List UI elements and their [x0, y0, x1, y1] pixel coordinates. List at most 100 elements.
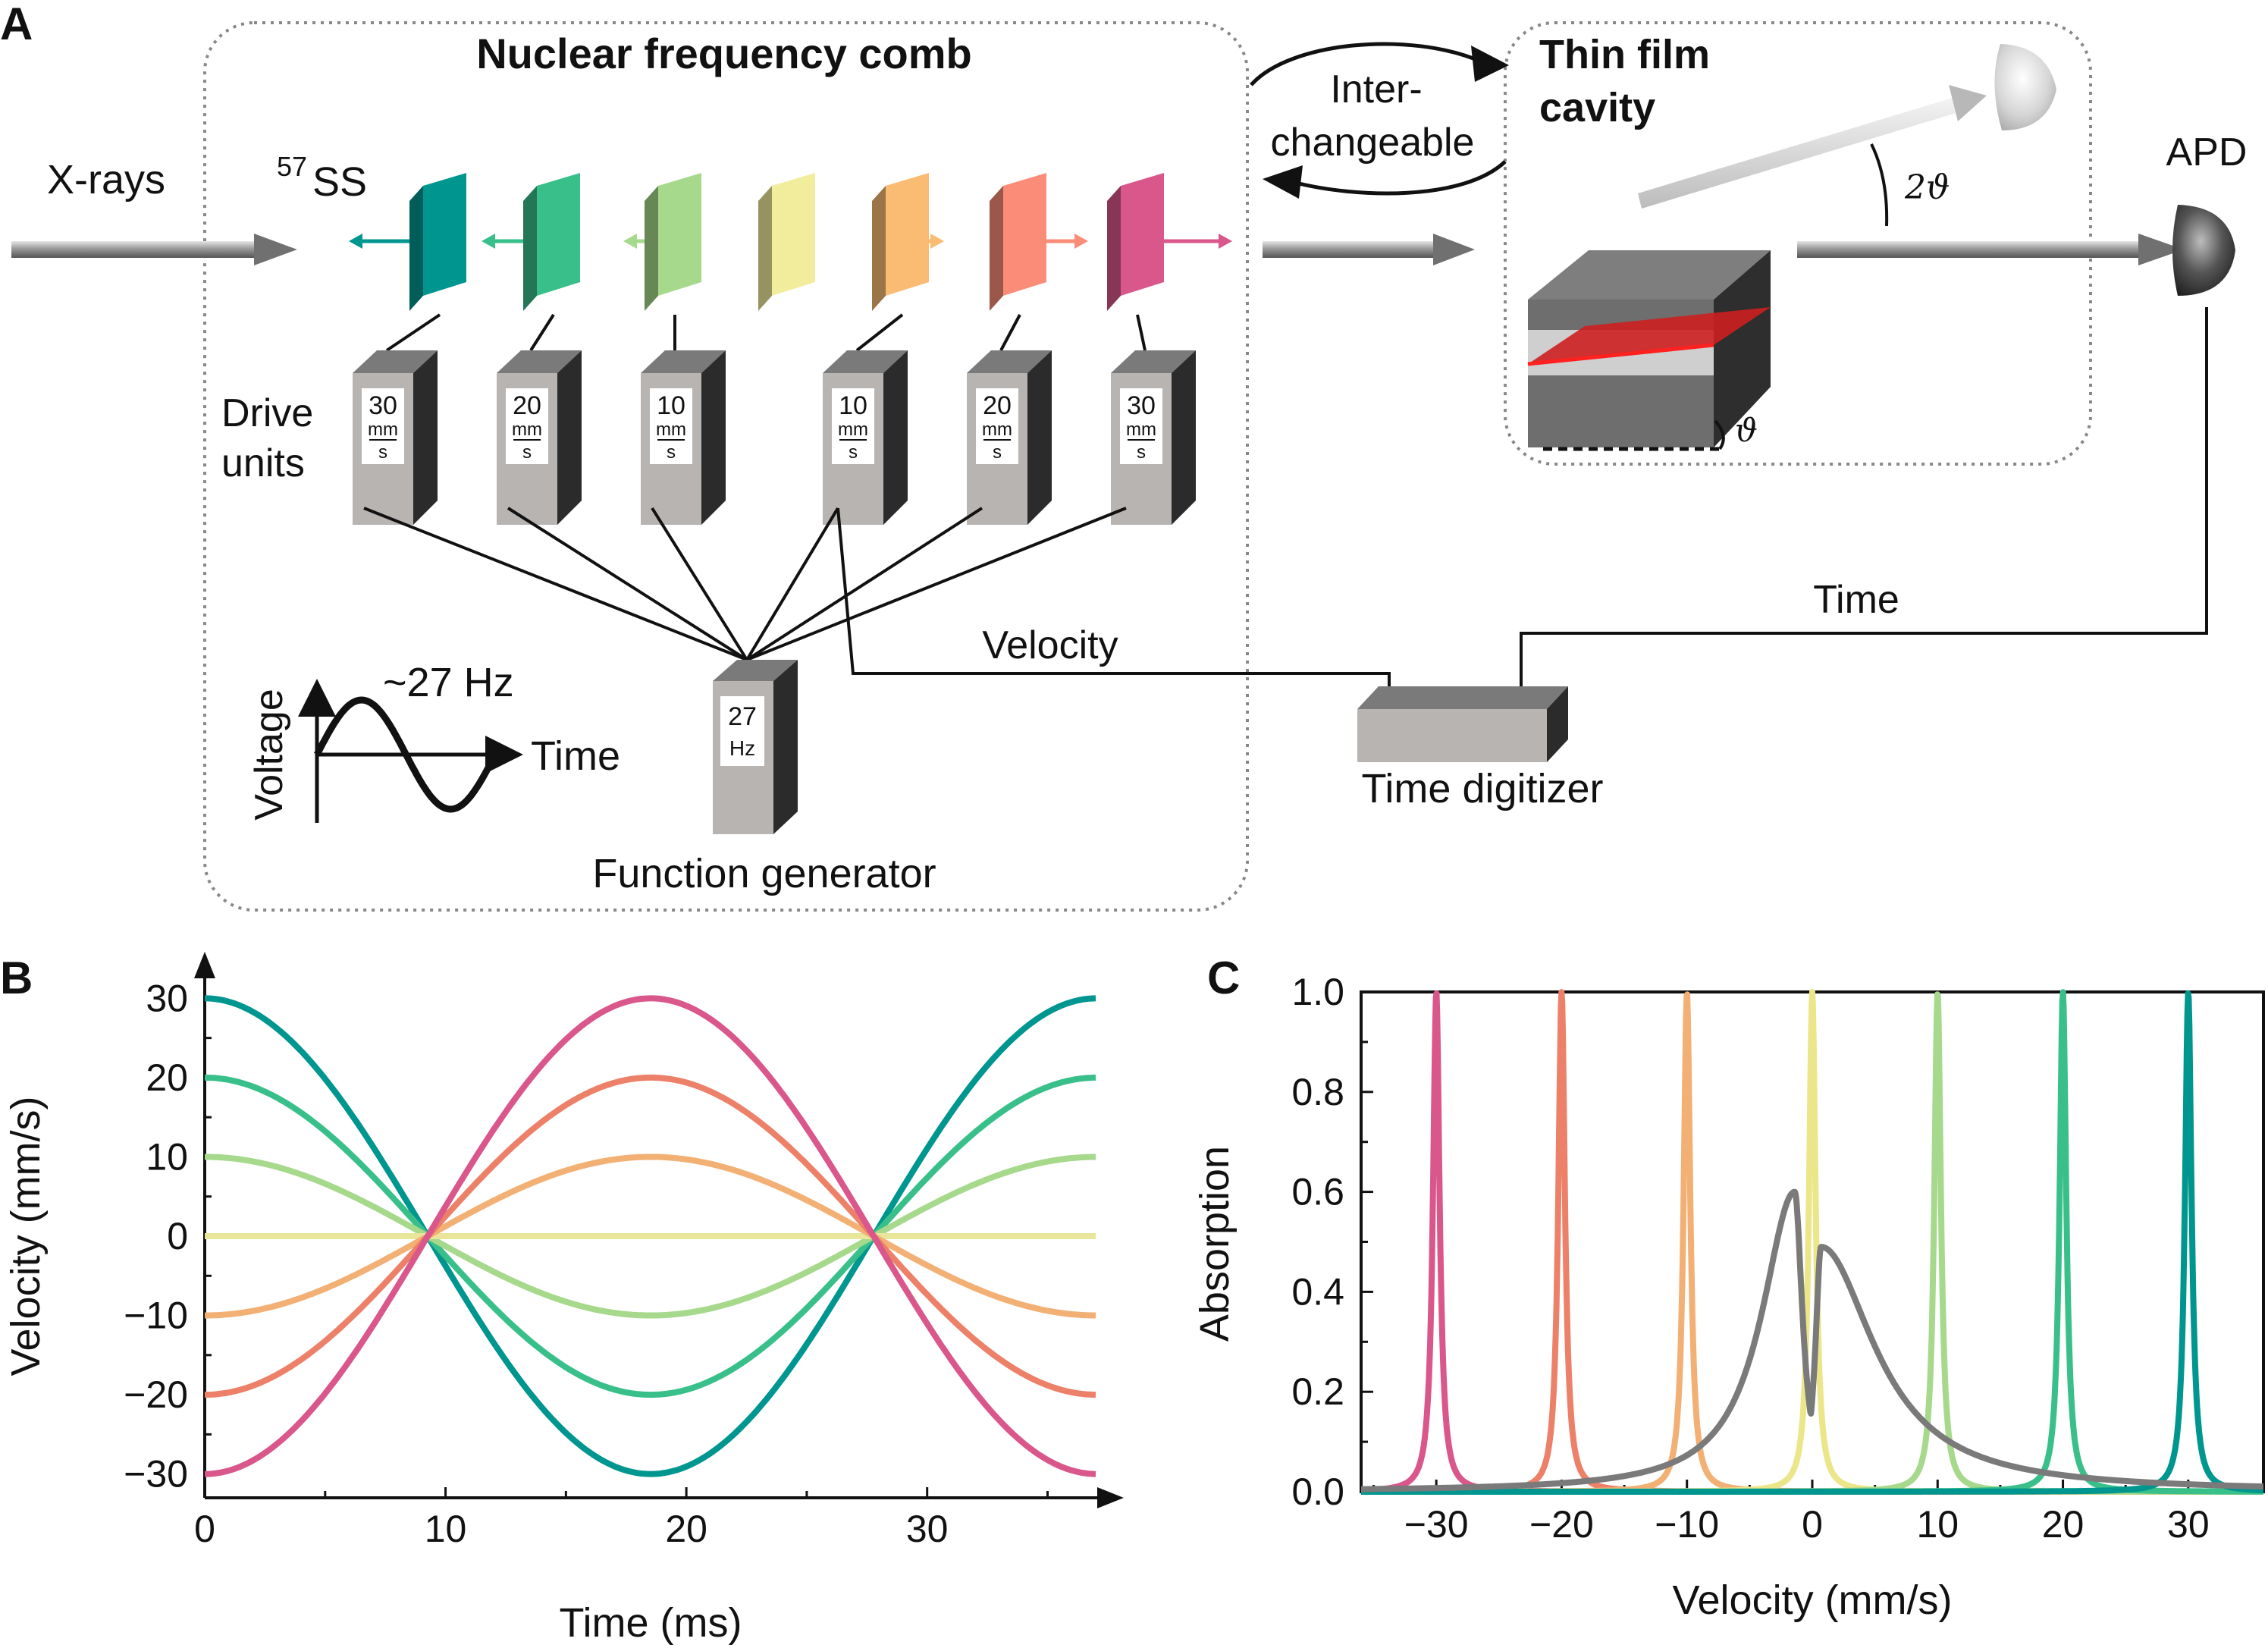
comb-title: Nuclear frequency comb [476, 30, 972, 77]
foil-face [772, 173, 815, 296]
drive-top [1111, 350, 1196, 373]
c-ytick-label: 1.0 [1291, 971, 1344, 1013]
foil-edge [758, 186, 772, 311]
apd-dome [2172, 205, 2235, 296]
drive-top [823, 350, 908, 373]
motion-arrow-head [623, 234, 637, 249]
function-generator-box: 27 Hz [713, 660, 798, 834]
drive-side [1027, 350, 1052, 525]
c-ytick-label: 0.8 [1291, 1071, 1344, 1113]
drive-unit-mm: mm [512, 419, 542, 440]
drive-velocity: 10 [839, 391, 867, 420]
b-ytick-label: 30 [146, 977, 188, 1019]
beam-in [11, 234, 297, 265]
motion-arrow-head [349, 234, 362, 249]
chart-b-ylabel: Velocity (mm/s) [3, 1096, 49, 1376]
foil-6 [990, 173, 1088, 311]
foil-face [423, 173, 466, 296]
drive-unit-s: s [1137, 442, 1146, 463]
c-xtick-label: 10 [1916, 1503, 1959, 1546]
drive-unit-s: s [522, 442, 532, 463]
foil-7 [1107, 173, 1232, 311]
drive-velocity: 20 [983, 391, 1012, 420]
cavity-stack [1527, 250, 1771, 451]
b-ytick-label: −30 [124, 1453, 188, 1496]
drive-label-box [506, 388, 548, 464]
drive-unit-s: s [849, 442, 858, 463]
detector-dome-light [1994, 44, 2056, 130]
drive-units-label-1: Drive [221, 391, 313, 435]
foil-edge [1107, 186, 1121, 311]
drive-side [883, 350, 908, 525]
b-xtick-label: 0 [194, 1508, 215, 1550]
time-label: Time [1813, 578, 1899, 622]
b-series-3 [204, 1154, 1096, 1319]
c-xtick-label: 30 [2167, 1503, 2210, 1546]
drive-side [701, 350, 726, 525]
apd-label: APD [2166, 130, 2248, 174]
foil-face [886, 173, 929, 296]
velocity-label: Velocity [982, 623, 1118, 667]
drive-side [1172, 350, 1196, 525]
drive-label-box [362, 388, 404, 464]
ss-superscript: 57 [277, 151, 307, 182]
time-digitizer-box [1357, 686, 1568, 762]
b-ytick-label: 0 [167, 1215, 188, 1257]
panel-letter-b: B [0, 953, 33, 1003]
drive-top [641, 350, 726, 373]
b-xtick-label: 10 [425, 1508, 467, 1550]
b-series-1 [204, 995, 1096, 1477]
drive-top [353, 350, 438, 373]
chart-b-xlabel: Time (ms) [560, 1600, 742, 1646]
wires [363, 307, 2208, 739]
c-xtick-label: −20 [1529, 1503, 1594, 1546]
b-series-5 [204, 1154, 1096, 1319]
b-x-axis-arrow [1097, 1487, 1124, 1508]
c-series-7 [1358, 990, 2266, 1495]
drive-unit-mm: mm [838, 419, 868, 440]
foil-1 [349, 173, 466, 311]
drive-unit-mm: mm [656, 419, 686, 440]
b-ytick-label: 10 [146, 1135, 188, 1178]
drive-unit-mm: mm [1126, 419, 1156, 440]
beam-out [1797, 234, 2184, 265]
drive-side [557, 350, 582, 525]
drive-unit-s: s [993, 442, 1002, 463]
foil-2 [482, 173, 580, 311]
beam-reflected [1638, 85, 1987, 209]
c-ytick-label: 0.4 [1291, 1270, 1344, 1313]
b-y-axis-arrow [194, 952, 215, 978]
inset-xlabel: Time [531, 733, 620, 779]
inset-freq: ~27 Hz [383, 660, 514, 705]
foil-face [658, 173, 701, 296]
c-xtick-label: −30 [1404, 1503, 1469, 1546]
drive-link [1136, 314, 1147, 351]
c-xtick-label: −10 [1655, 1503, 1719, 1546]
drive-unit-s: s [378, 442, 387, 463]
drive-units-label-2: units [221, 441, 305, 485]
drive-label-box [650, 388, 692, 464]
drive-velocity: 30 [369, 391, 397, 420]
two-theta-arc [1870, 143, 1889, 227]
foils [349, 173, 1232, 311]
fg-box-value: 27 [728, 702, 757, 731]
b-xtick-label: 30 [906, 1508, 949, 1550]
b-ytick-label: −20 [124, 1373, 188, 1416]
drive-label-box [976, 388, 1018, 464]
beam-mid [1263, 234, 1475, 265]
interchangeable-arrows [1250, 42, 1509, 199]
c-series-8 [1358, 1188, 2266, 1492]
drive-side [413, 350, 438, 525]
foil-3 [623, 173, 701, 311]
panel-letter-a: A [0, 0, 33, 49]
motion-arrow-head [930, 234, 944, 249]
panel-letter-c: C [1207, 953, 1240, 1003]
interchangeable-line2: changeable [1271, 121, 1475, 165]
